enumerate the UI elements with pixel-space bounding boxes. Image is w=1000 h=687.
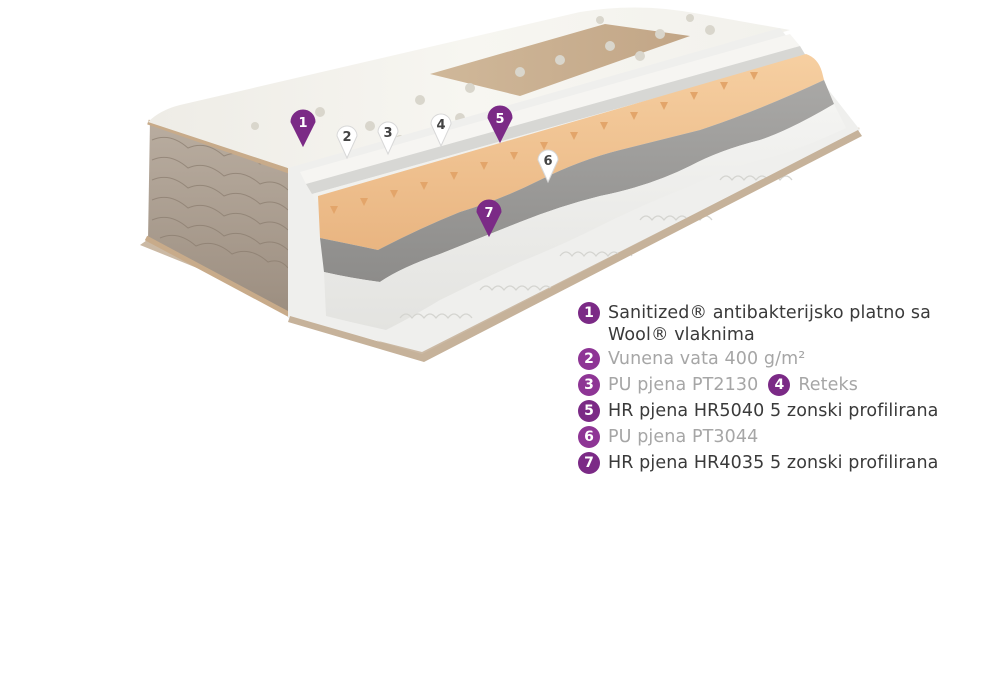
callout-pin-5: 5 [487,105,513,144]
legend-number-badge: 4 [768,374,791,396]
callout-pin-number: 6 [543,154,552,169]
callout-pin-shape [430,113,452,148]
layer-wool [300,34,800,184]
callout-pins: 1 2 3 4 5 6 7 [290,105,559,238]
callout-pin-shape [377,121,399,156]
legend-item-7: 7 HR pjena HR4035 5 zonski profilirana [578,450,988,476]
legend-number-badge: 7 [578,452,600,474]
legend-item-label: PU pjena PT3044 [608,427,759,447]
callout-pin-1: 1 [290,109,316,148]
legend-item-label: PU pjena PT2130 [608,375,759,395]
callout-pin-number: 4 [436,118,445,133]
legend-number-badge: 2 [578,348,600,370]
legend-item-6: 6 PU pjena PT3044 [578,424,988,450]
callout-pin-2: 2 [336,125,358,160]
orange-profile-notches [330,72,758,214]
white-profile-bumps [399,175,793,319]
mattress-bottom-strip [288,130,862,362]
callout-pin-shape [290,109,316,148]
callout-pin-shape [476,199,502,238]
legend-item-1: 1 Sanitized® antibakterijsko platno sa W… [578,302,988,346]
layer-pt2130 [306,46,806,194]
layer-hr4035 [324,104,846,330]
layer-pt3044 [320,80,834,282]
legend-item-label: HR pjena HR5040 5 zonski profilirana [608,401,939,421]
legend-number-badge: 3 [578,374,600,396]
legend-item-label: Sanitized® antibakterijsko platno sa Woo… [608,302,931,346]
callout-pin-4: 4 [430,113,452,148]
legend-number-badge: 1 [578,302,600,324]
mattress-side-panel [148,120,290,315]
callout-pin-number: 2 [342,130,351,145]
legend-item-label: Vunena vata 400 g/m² [608,349,806,369]
legend-number-badge: 5 [578,400,600,422]
top-tufts [251,14,715,145]
callout-pin-number: 7 [484,206,493,221]
legend-item-label: Reteks [798,375,858,395]
callout-pin-6: 6 [537,149,559,184]
callout-pin-shape [537,149,559,184]
callout-pin-shape [336,125,358,160]
legend-item-label: HR pjena HR4035 5 zonski profilirana [608,453,939,473]
layer-hr5040 [318,54,824,250]
legend-item-3-4: 3 PU pjena PT2130 4 Reteks [578,372,988,398]
callout-pin-shape [487,105,513,144]
callout-pin-number: 5 [495,112,504,127]
legend-item-1-line1: Sanitized® antibakterijsko platno sa [608,303,931,323]
callout-pin-7: 7 [476,199,502,238]
legend-item-1-line2: Wool® vlaknima [608,325,755,345]
legend-item-2: 2 Vunena vata 400 g/m² [578,346,988,372]
layers-legend: 1 Sanitized® antibakterijsko platno sa W… [578,302,988,476]
callout-pin-number: 3 [383,126,392,141]
legend-number-badge: 6 [578,426,600,448]
legend-item-5: 5 HR pjena HR5040 5 zonski profilirana [578,398,988,424]
callout-pin-3: 3 [377,121,399,156]
callout-pin-number: 1 [298,116,307,131]
